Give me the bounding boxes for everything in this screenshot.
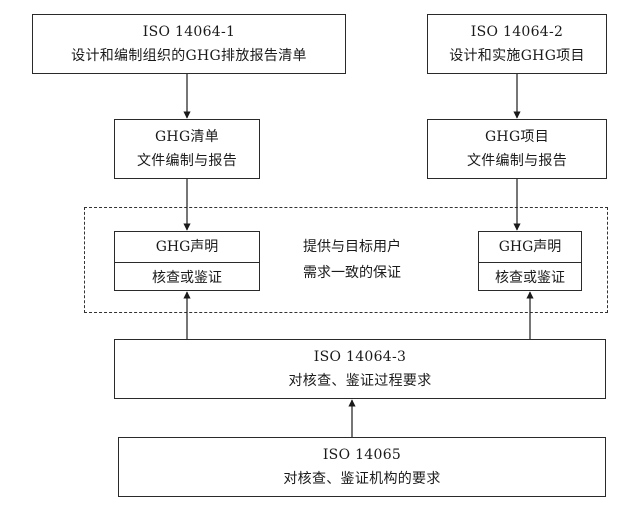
iso-14064-1-desc: 设计和编制组织的GHG排放报告清单 [71,48,307,64]
iso-14065-desc: 对核查、鉴证机构的要求 [283,471,441,487]
iso-14064-1-title: ISO 14064-1 [142,24,236,40]
ghg-inventory-line2: 文件编制与报告 [136,153,238,169]
ghg-statement-left-verification: 核查或鉴证 [115,262,259,293]
iso-14064-2-desc: 设计和实施GHG项目 [449,48,585,64]
iso-14065-box: ISO 14065 对核查、鉴证机构的要求 [118,437,606,497]
iso-14064-2-title: ISO 14064-2 [470,24,564,40]
iso-14065-title: ISO 14065 [322,447,402,463]
iso-14064-3-desc: 对核查、鉴证过程要求 [288,373,432,389]
ghg-project-line2: 文件编制与报告 [466,153,568,169]
iso-14064-3-box: ISO 14064-3 对核查、鉴证过程要求 [114,339,606,399]
ghg-inventory-box: GHG清单 文件编制与报告 [114,119,260,179]
assurance-region [84,207,608,313]
iso-14064-2-box: ISO 14064-2 设计和实施GHG项目 [427,14,607,74]
ghg-statement-left: GHG声明 核查或鉴证 [114,231,260,291]
assurance-text-line1: 提供与目标用户 [303,239,401,255]
ghg-statement-left-title: GHG声明 [155,239,219,255]
ghg-project-line1: GHG项目 [484,129,550,145]
iso-14064-1-box: ISO 14064-1 设计和编制组织的GHG排放报告清单 [32,14,346,74]
assurance-text-line2: 需求一致的保证 [303,265,401,281]
ghg-statement-right-title: GHG声明 [498,239,562,255]
assurance-text: 提供与目标用户 需求一致的保证 [292,234,412,286]
ghg-inventory-line1: GHG清单 [154,129,220,145]
ghg-statement-right: GHG声明 核查或鉴证 [478,231,582,291]
ghg-statement-right-verification: 核查或鉴证 [479,262,581,293]
iso-14064-3-title: ISO 14064-3 [313,349,407,365]
ghg-project-box: GHG项目 文件编制与报告 [427,119,607,179]
